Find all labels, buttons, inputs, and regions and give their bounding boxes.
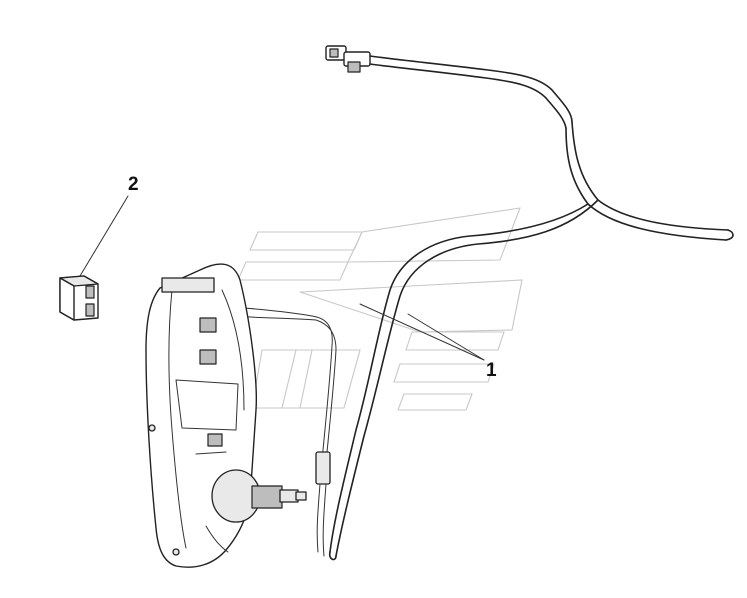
- callout-2: 2: [128, 174, 139, 195]
- wiring-harness: [215, 45, 734, 561]
- callout-1: 1: [486, 360, 497, 381]
- leader-lines: [79, 195, 485, 361]
- watermark-logo: [237, 207, 523, 411]
- fuse: [59, 275, 99, 321]
- harness-top-connector: [325, 45, 371, 73]
- lamp-housing: [145, 263, 307, 568]
